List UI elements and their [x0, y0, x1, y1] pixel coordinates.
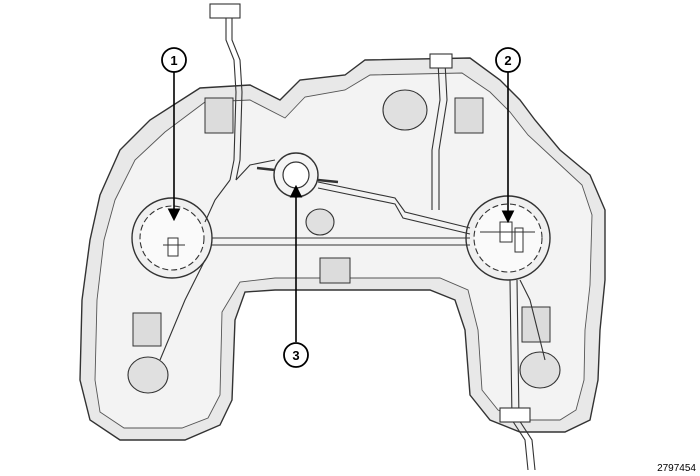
- tank-pads: [132, 97, 551, 347]
- top-connectors: [209, 3, 531, 423]
- callout-2: 2: [495, 47, 521, 224]
- callout-3-label: 3: [292, 348, 299, 363]
- callout-3: 3: [283, 184, 309, 368]
- center-valve: [256, 152, 339, 198]
- tank-inner-contour: [94, 72, 593, 429]
- callout-1-label: 1: [170, 53, 177, 68]
- left-fuel-pump-module: [131, 197, 213, 279]
- callout-2-label: 2: [504, 53, 511, 68]
- callout-1: 1: [161, 47, 187, 222]
- tank-dimples: [127, 89, 561, 394]
- figure-id: 2797454: [657, 463, 696, 474]
- right-fuel-pump-module: [465, 195, 551, 281]
- fuel-lines: [159, 18, 546, 471]
